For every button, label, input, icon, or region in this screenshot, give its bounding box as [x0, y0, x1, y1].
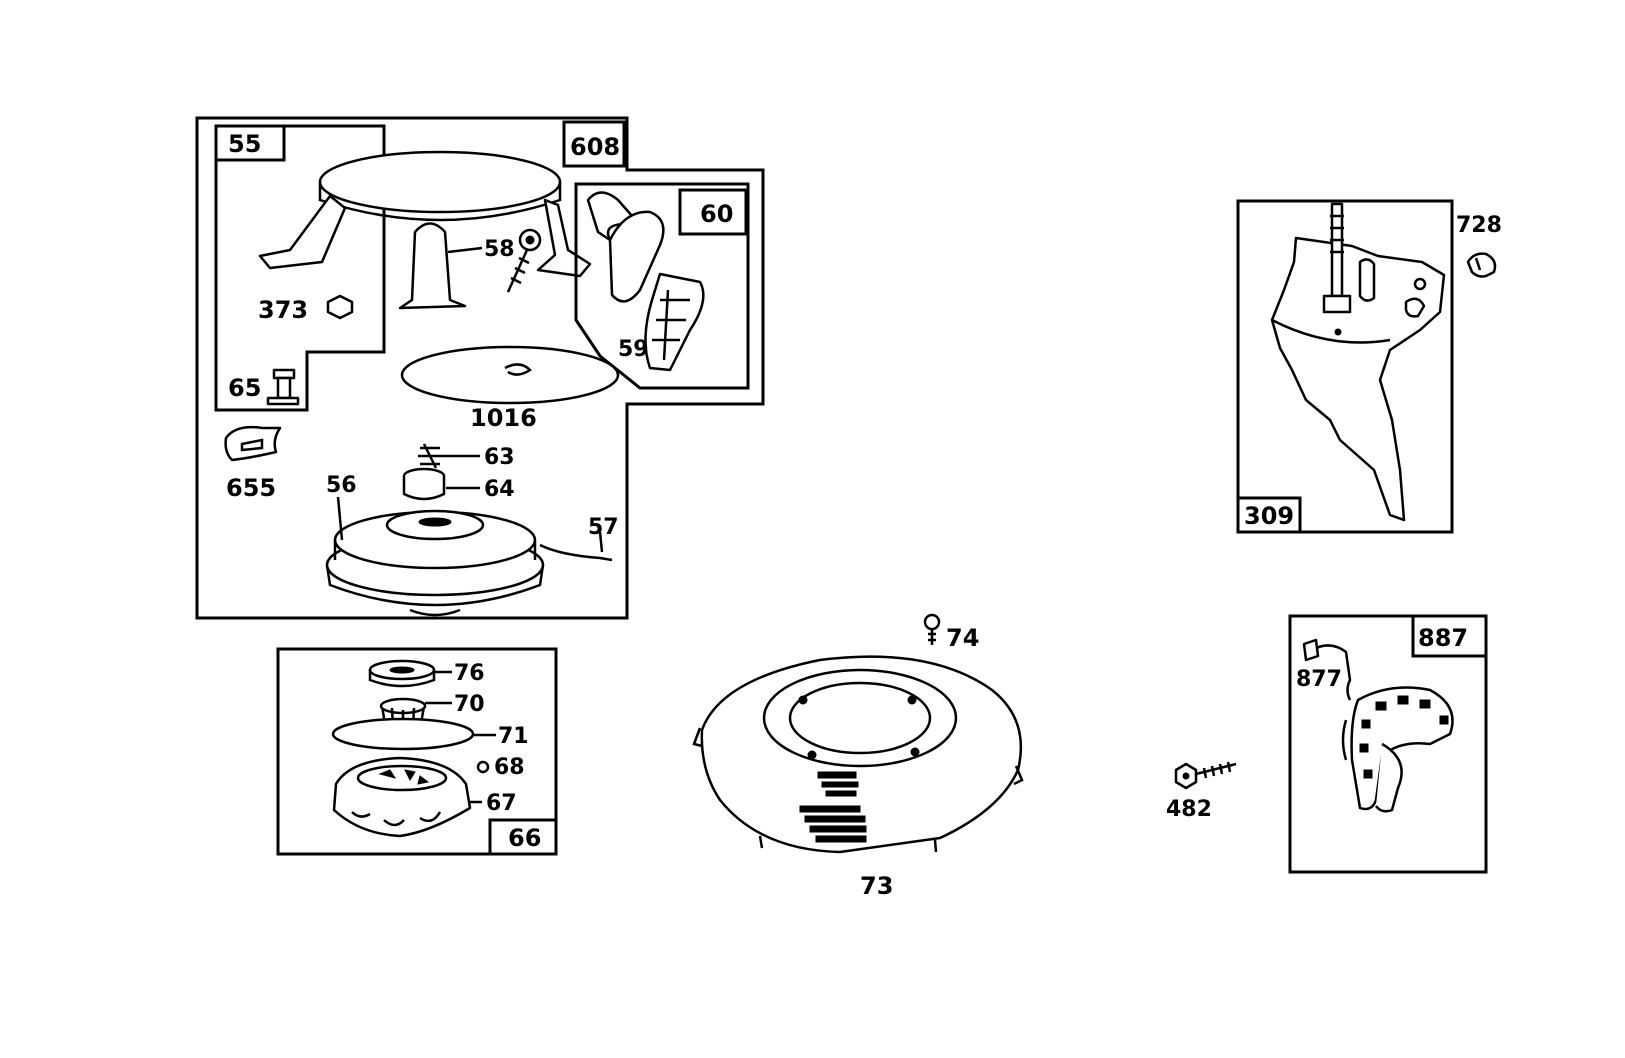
- label-box-60: [678, 188, 748, 236]
- label-60: 60: [700, 200, 733, 228]
- label-55: 55: [228, 130, 261, 158]
- group-887: 887: [1288, 614, 1488, 874]
- group-309: 309: [1236, 199, 1454, 534]
- part-65-bolt: [266, 368, 300, 406]
- label-65: 65: [228, 374, 261, 402]
- label-64: 64: [484, 477, 515, 502]
- starter-housing: [258, 150, 592, 310]
- label-63: 63: [484, 445, 515, 470]
- label-box-887: [1411, 614, 1488, 658]
- part-728-clip: [1466, 252, 1497, 278]
- label-71: 71: [498, 724, 529, 749]
- label-57: 57: [588, 515, 619, 540]
- part-56-pulley: [325, 509, 545, 617]
- starter-assembly-group: 608 55 58 373 65: [195, 116, 765, 620]
- screen-part-73: [692, 655, 1024, 854]
- part-58-screw: [506, 228, 542, 293]
- part-887-ignition-armature: [1302, 638, 1454, 813]
- part-71-cover: [331, 717, 475, 751]
- housing-subgroup-55: [214, 124, 386, 412]
- label-56: 56: [326, 473, 357, 498]
- part-57-rope: [539, 543, 613, 562]
- label-76: 76: [454, 661, 485, 686]
- label-box-309: [1236, 496, 1302, 534]
- label-1016: 1016: [470, 404, 537, 432]
- label-482: 482: [1166, 797, 1212, 822]
- label-655: 655: [226, 474, 276, 502]
- part-68-ball: [476, 760, 490, 774]
- label-373: 373: [258, 296, 308, 324]
- starter-handle: [586, 191, 665, 303]
- label-66: 66: [508, 824, 541, 852]
- part-63-spring: [418, 443, 442, 469]
- label-box-608: [562, 120, 626, 168]
- part-655-clip: [224, 425, 282, 462]
- label-67: 67: [486, 791, 517, 816]
- part-482-screw: [1174, 761, 1237, 790]
- handle-subgroup-60: [574, 182, 750, 390]
- label-73: 73: [860, 872, 893, 900]
- label-887: 887: [1418, 624, 1468, 652]
- label-728: 728: [1456, 213, 1502, 238]
- part-67-clutch-housing: [332, 756, 472, 838]
- starter-clutch-group: 66 76 70 71 68 67: [276, 647, 558, 856]
- label-70: 70: [454, 692, 485, 717]
- part-309-bracket: [1270, 202, 1446, 522]
- label-box-66: [488, 818, 558, 856]
- screen-mesh: [799, 771, 867, 843]
- part-59-handle-insert: [644, 272, 705, 372]
- part-1016-plate: [400, 345, 620, 405]
- label-box-55: [214, 124, 286, 162]
- part-76-washer: [368, 659, 436, 688]
- label-309: 309: [1244, 502, 1294, 530]
- part-74-screw: [923, 613, 941, 645]
- label-608: 608: [570, 133, 620, 161]
- label-59: 59: [618, 337, 649, 362]
- label-877: 877: [1296, 667, 1342, 692]
- label-68: 68: [494, 755, 525, 780]
- label-58: 58: [484, 237, 515, 262]
- label-74: 74: [946, 624, 979, 652]
- part-64-retainer: [402, 467, 446, 501]
- part-373-nut: [326, 294, 354, 320]
